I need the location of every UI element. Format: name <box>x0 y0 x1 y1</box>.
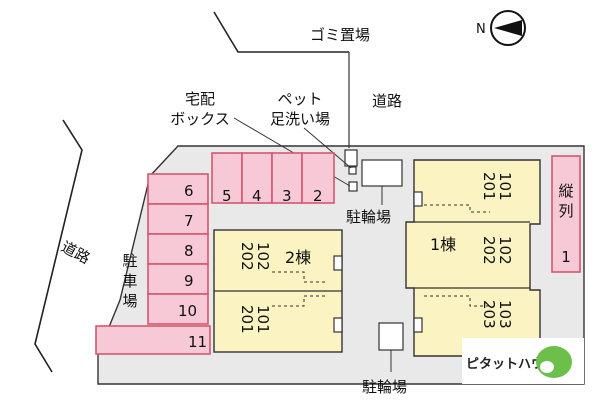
parking-lot-11 <box>95 325 211 355</box>
unit-b1-102: 102 <box>496 236 514 265</box>
parking-label-10: 10 <box>178 302 197 320</box>
building-1-door-1 <box>413 191 423 207</box>
pet-wash-label: ペット足洗い場 <box>270 90 330 128</box>
delivery-box <box>348 181 358 192</box>
bicycle-parking-bottom <box>378 322 404 351</box>
road-top-edge <box>213 11 349 53</box>
parking-lot-10 <box>147 293 209 325</box>
unit-b1-202: 202 <box>480 236 498 265</box>
parking-label-6: 6 <box>184 182 194 200</box>
building-1: 201 101 202 102 203 103 1棟 <box>405 159 541 357</box>
parking-left-column: 6 7 8 9 10 11 <box>95 173 211 355</box>
parking-label-4: 4 <box>252 187 262 205</box>
parking-lot-5 <box>211 152 243 204</box>
north-arrow-icon: N <box>476 10 526 46</box>
unit-b2-201: 201 <box>238 305 256 334</box>
vertical-parking-number: 1 <box>561 248 571 266</box>
building-1-label: 1棟 <box>430 235 456 254</box>
svg-text:N: N <box>476 22 486 37</box>
bicycle-bottom-label: 駐輪場 <box>362 378 407 396</box>
pitat-house-logo: ピタットハウス <box>462 338 584 384</box>
unit-b2-202: 202 <box>238 242 256 271</box>
bicycle-top-label: 駐輪場 <box>346 208 391 226</box>
garbage-label: ゴミ置場 <box>310 26 370 44</box>
parking-top-row: 5 4 3 2 <box>211 152 335 205</box>
unit-b2-101: 101 <box>254 305 272 334</box>
pet-leader <box>303 127 352 169</box>
parking-lot-8 <box>147 233 209 265</box>
unit-b1-101: 101 <box>496 172 514 201</box>
unit-b1-203: 203 <box>480 300 498 329</box>
unit-b1-103: 103 <box>496 300 514 329</box>
parking-label: 駐車場 <box>122 252 137 310</box>
building-1-body <box>405 159 541 357</box>
unit-b2-102: 102 <box>254 242 272 271</box>
road-left-edge <box>34 119 83 373</box>
logo-leaf-icon <box>536 346 572 378</box>
delivery-box-label: 宅配ボックス <box>170 90 230 128</box>
parking-label-5: 5 <box>222 187 232 205</box>
road-left-label: 道路 <box>58 238 93 268</box>
parking-lot-vertical-1 <box>551 155 581 273</box>
parking-label-7: 7 <box>184 212 194 230</box>
parking-label-11: 11 <box>188 333 207 351</box>
road-top-label: 道路 <box>372 92 402 110</box>
parking-lot-9 <box>147 263 209 295</box>
building-1-door-2 <box>413 317 423 333</box>
building-1-stair-2 <box>424 295 490 307</box>
parking-lot-6 <box>147 173 209 205</box>
parking-vertical: 縦列 1 <box>551 155 581 273</box>
parking-lot-3 <box>271 152 303 204</box>
building-2-stair-lower <box>272 295 328 307</box>
garbage-box <box>344 149 358 167</box>
pet-wash-box <box>348 166 357 175</box>
unit-b1-201: 201 <box>480 172 498 201</box>
parking-lot-2 <box>301 152 335 204</box>
building-2-label: 2棟 <box>285 248 311 267</box>
bicycle-parking-top <box>361 159 403 187</box>
building-2-door-lower <box>333 317 343 333</box>
parking-label-9: 9 <box>184 272 194 290</box>
building-1-stair-1 <box>424 204 490 213</box>
parking-label-3: 3 <box>282 187 292 205</box>
vertical-parking-label: 縦列 <box>558 182 573 220</box>
building-2-door-upper <box>333 255 343 271</box>
parking-label-2: 2 <box>313 187 323 205</box>
parking-label-8: 8 <box>184 242 194 260</box>
logo-text: ピタットハウス <box>466 357 557 372</box>
parking-lot-7 <box>147 203 209 235</box>
building-2: 202 102 201 101 2棟 <box>213 229 343 353</box>
building-2-stair-upper <box>272 271 328 283</box>
